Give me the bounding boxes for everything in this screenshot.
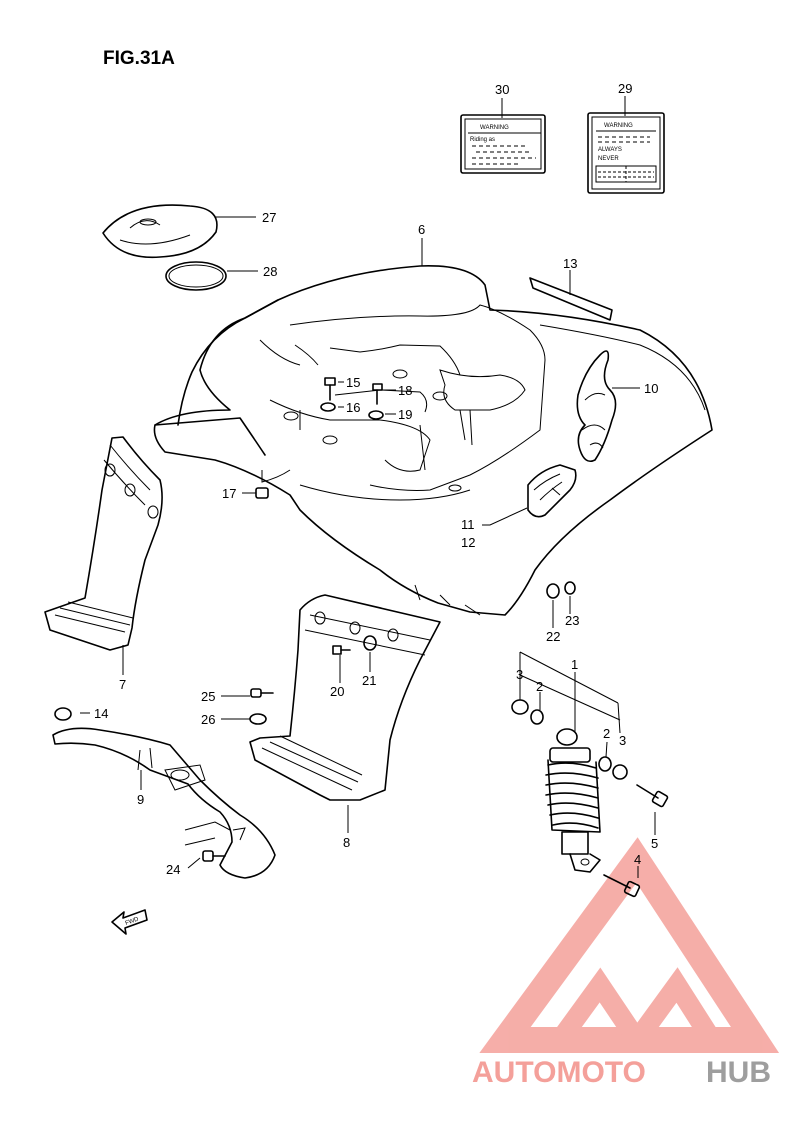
- warning30-title: WARNING: [480, 125, 509, 131]
- warning30-text: Riding as: [470, 137, 495, 143]
- spacer-2b: [598, 756, 612, 772]
- fwd-label: FWD: [125, 916, 141, 927]
- washer-22: [546, 583, 560, 599]
- spacer-2a: [530, 709, 544, 725]
- washer-19: [368, 410, 384, 420]
- callout-2b: 2: [603, 726, 610, 741]
- figure-title: FIG.31A: [103, 48, 175, 69]
- callout-8: 8: [343, 835, 350, 850]
- callout-27: 27: [262, 210, 276, 225]
- callout-3a: 3: [516, 667, 523, 682]
- callout-21: 21: [362, 673, 376, 688]
- decal-logo-10: [576, 350, 617, 463]
- callout-1: 1: [571, 657, 578, 672]
- callout-19: 19: [398, 407, 412, 422]
- ring-28: [165, 261, 227, 291]
- leader-lines: [80, 96, 656, 878]
- shock-absorber-1: [545, 728, 601, 873]
- callout-15: 15: [346, 375, 360, 390]
- callout-3b: 3: [619, 733, 626, 748]
- callout-24: 24: [166, 862, 180, 877]
- callout-5: 5: [651, 836, 658, 851]
- nut-23: [564, 581, 576, 595]
- callout-6: 6: [418, 222, 425, 237]
- decal-strip-13: [529, 277, 613, 321]
- callout-10: 10: [644, 381, 658, 396]
- callout-16: 16: [346, 400, 360, 415]
- bolt-4: [603, 874, 641, 898]
- bolt-24: [202, 850, 226, 862]
- callout-13: 13: [563, 256, 577, 271]
- fwd-arrow: [111, 909, 148, 935]
- callout-30: 30: [495, 82, 509, 97]
- callout-29: 29: [618, 81, 632, 96]
- callout-22: 22: [546, 629, 560, 644]
- callout-28: 28: [263, 264, 277, 279]
- watermark-text-1: AUTOMOTO: [472, 1056, 646, 1089]
- callout-14: 14: [94, 706, 108, 721]
- watermark-text-2: HUB: [706, 1056, 771, 1089]
- bracket-9: [52, 727, 276, 879]
- emblem-11: [527, 464, 577, 518]
- rear-fender-6: [153, 265, 713, 616]
- callout-11: 11: [461, 517, 475, 532]
- callout-26: 26: [201, 712, 215, 727]
- callout-12: 12: [461, 535, 475, 550]
- washer-21: [363, 635, 377, 651]
- callout-20: 20: [330, 684, 344, 699]
- pad-27: [102, 204, 218, 259]
- warning29-title: WARNING: [604, 123, 633, 129]
- callout-2a: 2: [536, 679, 543, 694]
- callout-4: 4: [634, 852, 641, 867]
- mudflap-left-7: [44, 436, 163, 651]
- grommet-14: [54, 707, 72, 721]
- callout-23: 23: [565, 613, 579, 628]
- screw-25: [250, 688, 274, 698]
- callout-7: 7: [119, 677, 126, 692]
- bolt-5: [636, 784, 669, 808]
- bushing-3b: [612, 764, 628, 780]
- callout-9: 9: [137, 792, 144, 807]
- bolt-18: [372, 383, 383, 405]
- callout-25: 25: [201, 689, 215, 704]
- washer-26: [249, 713, 267, 725]
- warning-label-29: [587, 112, 665, 194]
- callout-18: 18: [398, 383, 412, 398]
- screw-20: [332, 645, 351, 655]
- callout-17: 17: [222, 486, 236, 501]
- warning29-always: ALWAYS: [598, 147, 622, 153]
- mudflap-right-8: [249, 594, 441, 801]
- washer-16: [320, 402, 336, 412]
- nut-17: [255, 487, 269, 499]
- watermark-logo: [479, 837, 780, 1053]
- warning-label-30: [460, 114, 546, 174]
- bushing-3a: [511, 699, 529, 715]
- warning29-never: NEVER: [598, 156, 619, 162]
- bolt-15: [324, 377, 336, 401]
